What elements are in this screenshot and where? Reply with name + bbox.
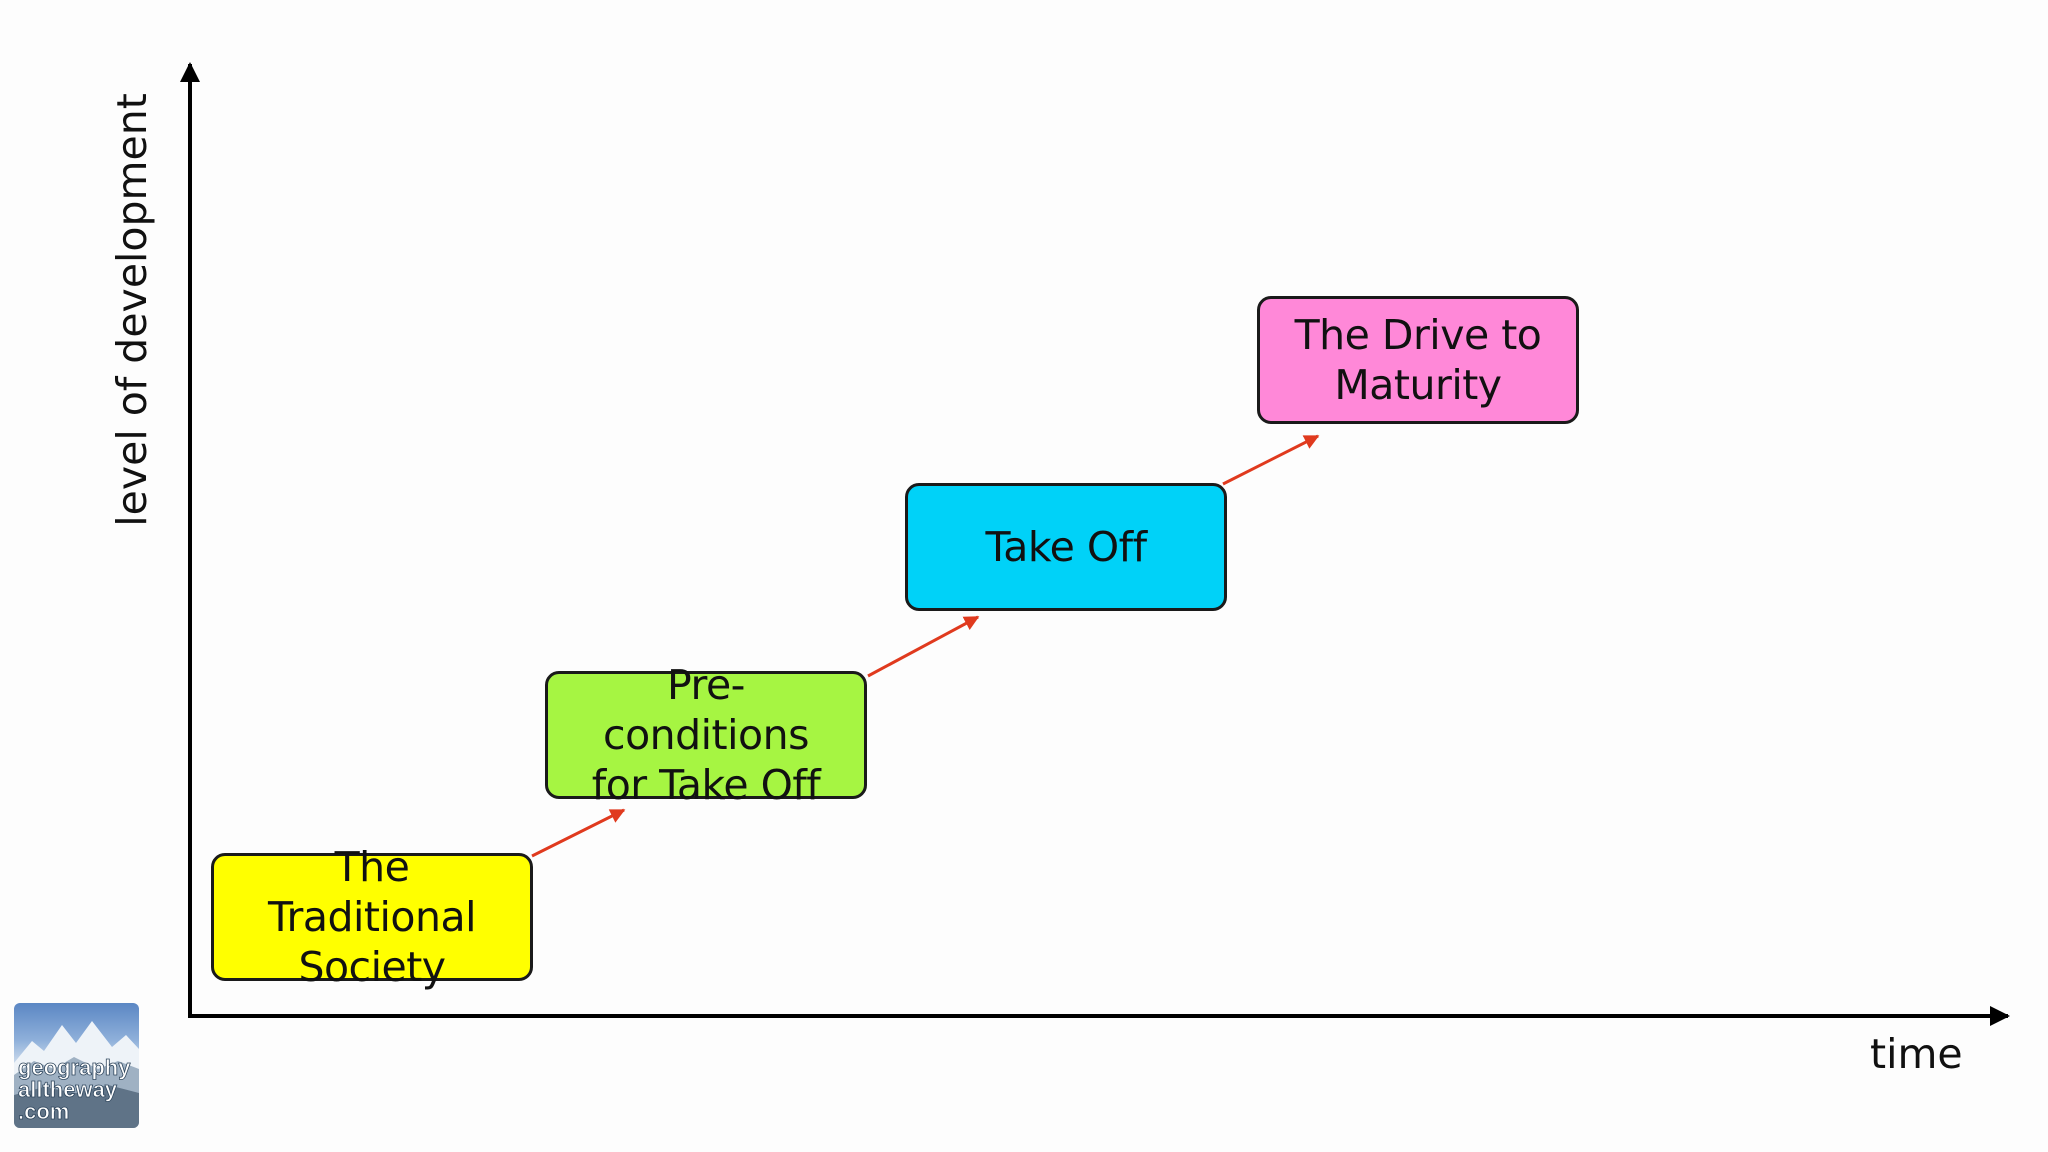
- stage-label-line: Take Off: [985, 523, 1147, 571]
- stage-label: Take Off: [965, 522, 1166, 572]
- stage-label-line: Society: [298, 943, 446, 991]
- stage-drive-to-maturity: The Drive to Maturity: [1257, 296, 1579, 424]
- connector-arrow-3: [1222, 434, 1320, 486]
- stage-traditional-society: The Traditional Society: [211, 843, 533, 991]
- logo-text-line-3: .com: [18, 1099, 69, 1124]
- stage-take-off: Take Off: [905, 483, 1227, 611]
- logo-text-line-1: geography: [18, 1055, 131, 1080]
- mountain-icon: geography alltheway .com: [14, 1021, 139, 1128]
- connector-arrow-2: [867, 615, 980, 678]
- connector-arrow-1: [531, 808, 626, 858]
- stage-label: The Traditional Society: [214, 842, 530, 992]
- x-axis-label: time: [1870, 1030, 1963, 1078]
- stage-label-line: for Take Off: [591, 761, 821, 809]
- stage-label: The Drive to Maturity: [1275, 310, 1562, 410]
- stage-label: Pre-conditions for Take Off: [548, 660, 864, 810]
- logo-text-line-2: alltheway: [18, 1077, 118, 1102]
- stage-label-line: The Drive to: [1294, 311, 1542, 359]
- stage-label-line: The Traditional: [268, 843, 476, 941]
- stage-preconditions-for-take-off: Pre-conditions for Take Off: [545, 661, 867, 809]
- geography-alltheway-logo: geography alltheway .com: [14, 1003, 139, 1128]
- y-axis-label: level of development: [108, 93, 156, 527]
- stage-label-line: Pre-conditions: [603, 661, 809, 759]
- stage-label-line: Maturity: [1334, 361, 1502, 409]
